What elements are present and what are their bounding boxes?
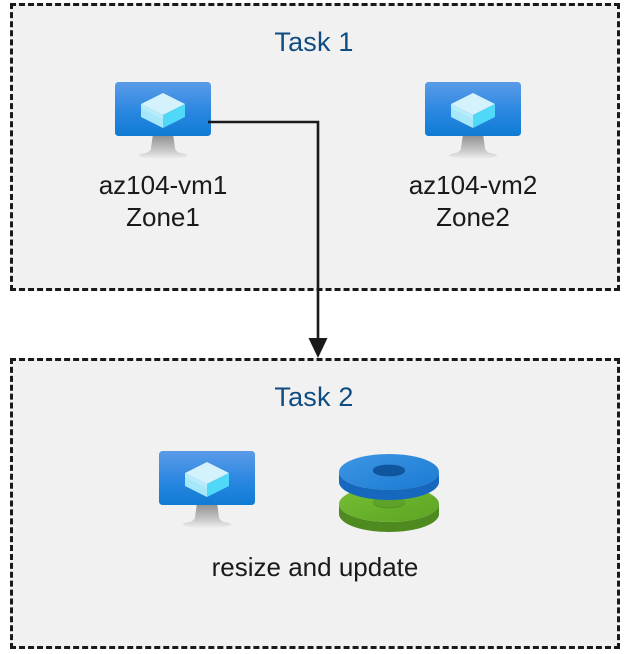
node-vm2-label-line1: az104-vm2	[408, 170, 538, 200]
task2-caption: resize and update	[211, 552, 419, 582]
task2-icon-row	[10, 447, 620, 537]
task1-title: Task 1	[274, 27, 354, 57]
task-group-task2	[10, 358, 620, 649]
azure-virtual-machine-icon	[113, 78, 213, 162]
node-vm1-label-line1: az104-vm1	[98, 170, 228, 200]
node-vm2-label-line2: Zone2	[436, 201, 510, 232]
task2-title: Task 2	[274, 382, 354, 412]
azure-managed-disks-icon	[334, 448, 444, 536]
node-vm1: az104-vm1 Zone1	[63, 78, 263, 233]
node-vm2: az104-vm2 Zone2	[373, 78, 573, 233]
azure-virtual-machine-icon	[157, 447, 257, 531]
node-vm1-label-line2: Zone1	[126, 201, 200, 232]
azure-virtual-machine-icon	[423, 78, 523, 162]
node-vm2-label: az104-vm2 Zone2	[373, 170, 573, 233]
node-vm1-label: az104-vm1 Zone1	[63, 170, 263, 233]
